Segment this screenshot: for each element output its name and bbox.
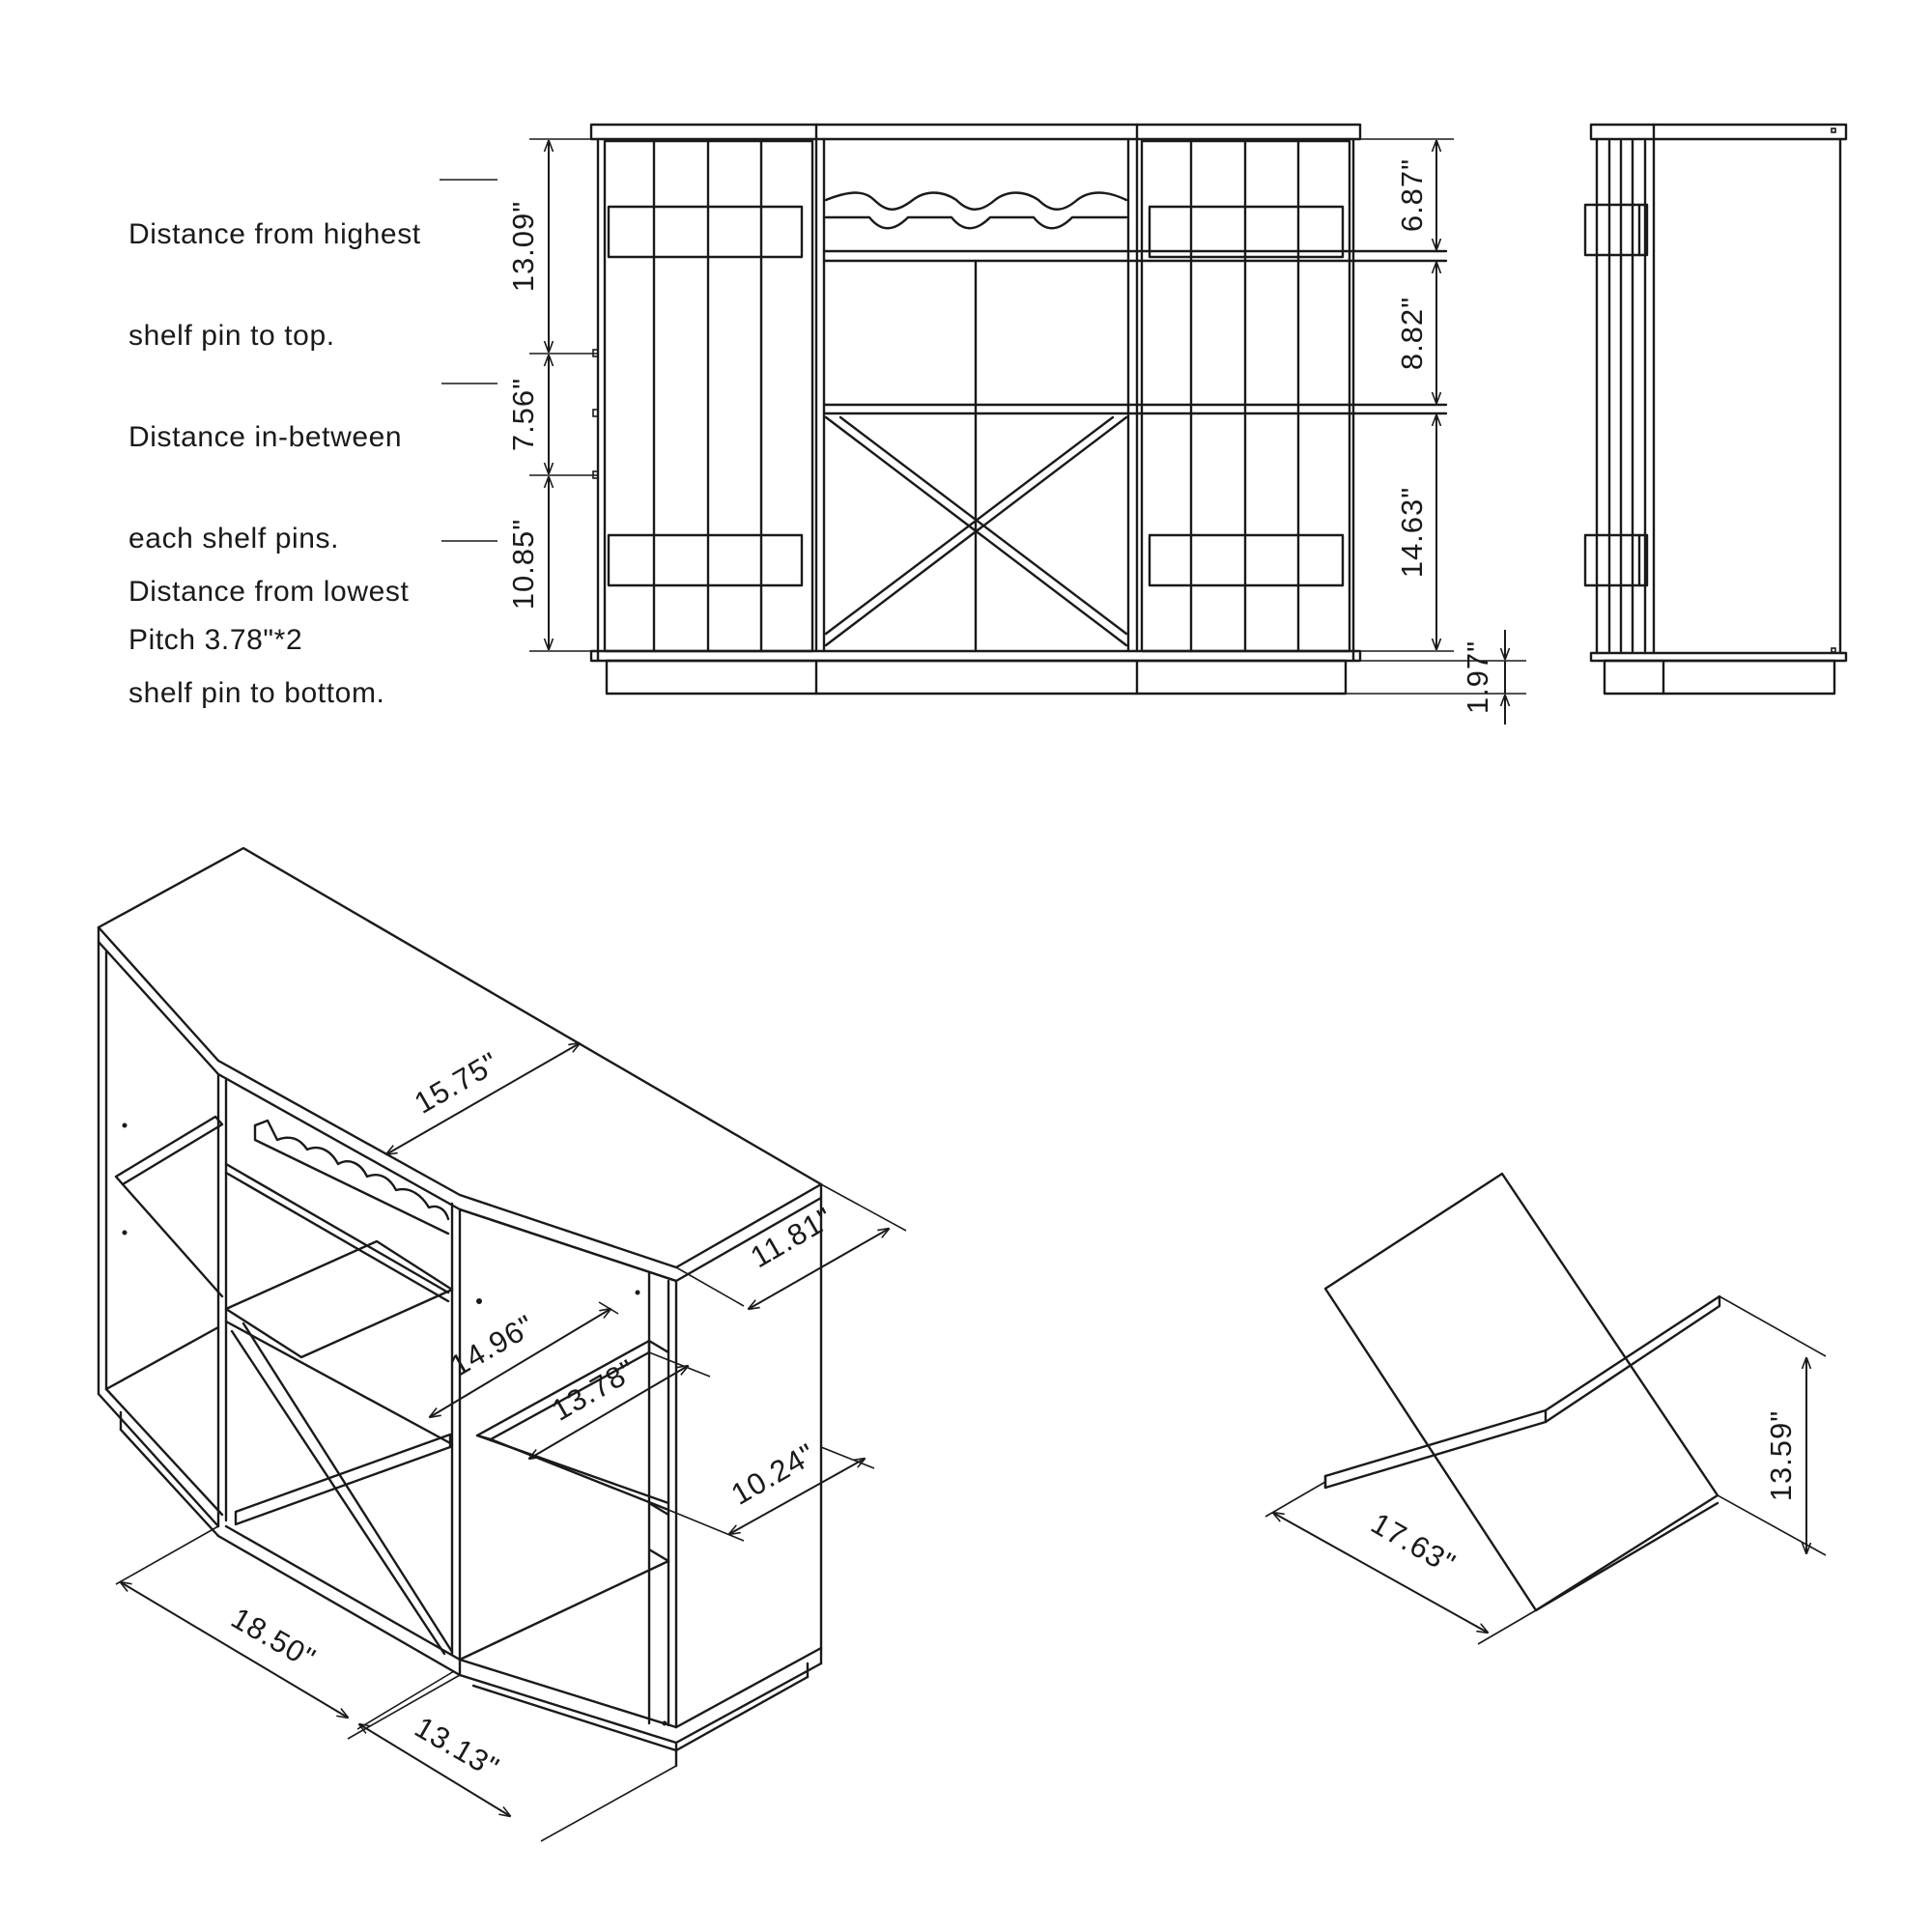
dim-iso-top-depth: 15.75": [409, 1045, 504, 1121]
dim-iso-side-width: 13.13": [410, 1710, 505, 1785]
dim-right-mid: 8.82": [1395, 297, 1429, 370]
left-door: [603, 139, 814, 653]
note-between-line-1: Distance in-between: [128, 421, 403, 453]
dim-left-bottom: 10.85": [506, 519, 540, 611]
note-highest-line-2: shelf pin to top.: [128, 320, 335, 352]
dim-left-top: 13.09": [506, 201, 540, 293]
note-lowest-line-2: shelf pin to bottom.: [128, 677, 385, 709]
note-between-line-3: Pitch 3.78"*2: [128, 624, 303, 656]
side-view: [1583, 123, 1848, 696]
wine-rack-wave: [824, 191, 1128, 211]
note-highest-line-1: Distance from highest: [128, 218, 421, 250]
dim-left-mid: 7.56": [506, 378, 540, 451]
dim-rack-width: 17.63": [1366, 1506, 1462, 1581]
isometric-cabinet: 15.75" 11.81" 14.96" 13.78" 10.24" 18.50…: [97, 846, 907, 1842]
dim-iso-shelf-depth: 10.24": [725, 1436, 821, 1512]
dim-iso-side-depth: 11.81": [745, 1201, 838, 1274]
right-dimension-chain: 6.87" 8.82" 14.63" 1.97": [1346, 138, 1526, 724]
note-between-pins: Distance in-between each shelf pins. Pit…: [128, 353, 402, 691]
front-view: 13.09" 7.56" 10.85" 6.87" 8.82" 14.63" 1…: [440, 123, 1526, 724]
dim-right-bottom: 14.63": [1395, 487, 1429, 579]
wine-rack-insert: 13.59" 17.63": [1264, 1172, 1827, 1645]
dim-iso-front-width: 18.50": [226, 1601, 322, 1676]
note-between-line-2: each shelf pins.: [128, 523, 340, 554]
right-door: [1140, 139, 1351, 653]
dim-rack-height: 13.59": [1764, 1410, 1798, 1502]
left-dimension-chain: 13.09" 7.56" 10.85": [440, 138, 599, 652]
note-highest-pin: Distance from highest shelf pin to top.: [128, 150, 421, 386]
note-lowest-pin: Distance from lowest shelf pin to bottom…: [128, 507, 409, 744]
dim-plinth: 1.97": [1461, 640, 1494, 714]
dim-right-top: 6.87": [1395, 158, 1429, 232]
middle-section: [814, 137, 1448, 653]
dim-iso-shelf-width: 13.78": [546, 1352, 641, 1428]
note-lowest-line-1: Distance from lowest: [128, 576, 410, 608]
